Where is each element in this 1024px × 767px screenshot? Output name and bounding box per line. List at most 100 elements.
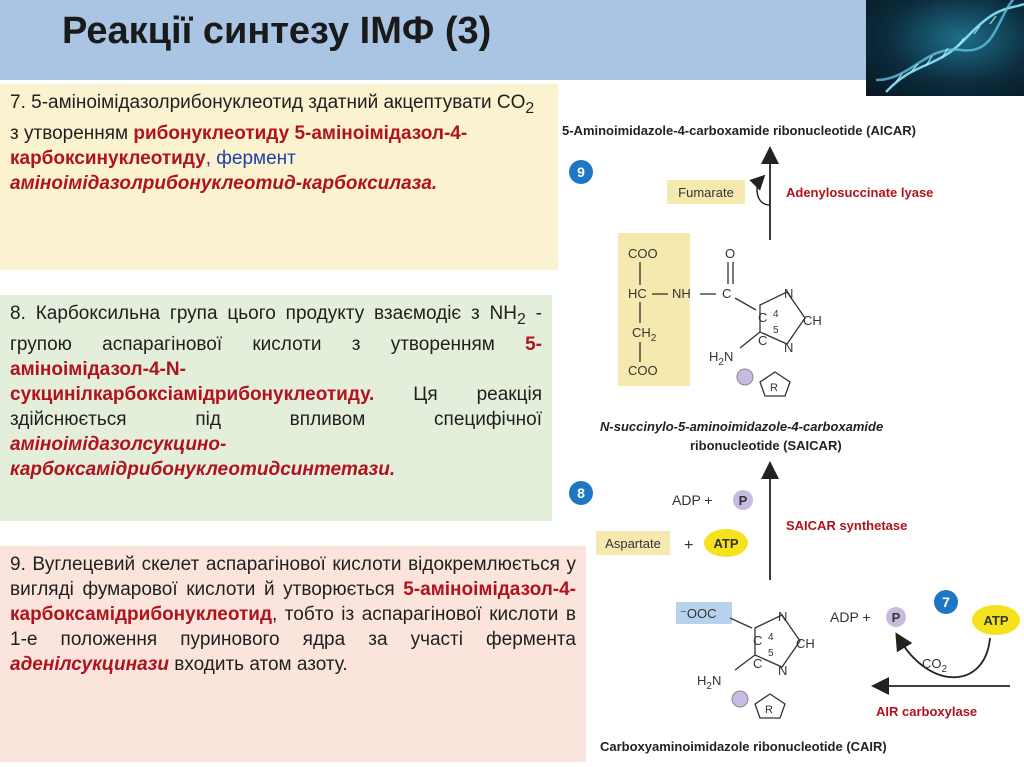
cair-n2: N	[778, 663, 787, 678]
box2-text-3: Ця реакція здійснюється під впливом спец…	[10, 383, 542, 430]
saicar-n2: N	[784, 340, 793, 355]
box1-highlight: рибонуклеотиду 5-аміноімідазол-4-карбокс…	[10, 122, 468, 169]
enzyme-7-label: AIR carboxylase	[876, 704, 977, 719]
saicar-h-sub: 2	[718, 357, 724, 368]
cair-num-5: 5	[768, 648, 774, 659]
saicar-num-4: 4	[773, 309, 779, 320]
cair-n: N	[712, 673, 721, 688]
cair-h-sub: 2	[706, 681, 712, 692]
cair-r: R	[765, 704, 773, 716]
box2-highlight: 5-аміноімідазол-4-N-сукцинілкарбоксіамід…	[10, 333, 542, 405]
aicar-label: 5-Aminoimidazole-4-carboxamide ribonucle…	[562, 123, 916, 138]
slide-title: Реакції синтезу ІМФ (3)	[62, 10, 492, 52]
saicar-n: N	[724, 349, 733, 364]
dna-helix-icon	[875, 0, 1024, 93]
adp-8: ADP +	[672, 492, 713, 508]
cair-bonds	[729, 614, 801, 671]
atp-8-icon	[704, 529, 748, 557]
hc-label: HC	[628, 286, 647, 301]
c-label: C	[722, 286, 731, 301]
saicar-h: H	[709, 349, 718, 364]
succinyl-highlight	[618, 233, 690, 386]
box3-text-2: , тобто із аспарагінової кислоти в 1-е п…	[10, 604, 576, 650]
step-9-label: 9	[577, 164, 585, 180]
saicar-ch: CH	[803, 313, 822, 328]
text-box-step-9: 9. Вуглецевий скелет аспарагінової кисло…	[0, 546, 586, 762]
saicar-r: R	[770, 382, 778, 394]
saicar-ribose	[759, 371, 791, 397]
cair-h: H	[697, 673, 706, 688]
coo-top: COO	[628, 246, 658, 261]
nh-label: NH	[672, 286, 691, 301]
adp-7: ADP +	[830, 609, 871, 625]
step-7-label: 7	[942, 594, 950, 610]
box2-text-1: 8. Карбоксильна група цього продукту вза…	[10, 303, 517, 324]
box3-highlight: 5-аміноімідазол-4-карбоксамідрибонуклеот…	[10, 579, 576, 625]
fumarate-box	[667, 180, 745, 204]
ch2-main: CH	[632, 325, 651, 340]
box1-text-2: з утворенням	[10, 122, 134, 144]
saicar-phosphate	[736, 368, 754, 386]
saicar-label-2: ribonucleotide (SAICAR)	[690, 438, 842, 453]
box2-enzyme: аміноімідазолсукцино-карбоксамідрибонукл…	[10, 433, 396, 480]
p-8: P	[739, 493, 748, 508]
ooc-text: OOC	[687, 606, 717, 621]
text-box-step-7: 7. 5-аміноімідазолрибонуклеотид здатний …	[0, 84, 558, 270]
step-8-circle	[569, 481, 593, 505]
cair-n1: N	[778, 609, 787, 624]
box1-sub: 2	[525, 99, 535, 117]
box3-enzyme: аденілсукцинази	[10, 654, 169, 675]
phosphate-8-icon	[733, 490, 753, 510]
atp-7-icon	[972, 605, 1020, 635]
co2-label: CO2	[922, 656, 948, 675]
saicar-h2n: H2N	[709, 349, 733, 368]
coo-bottom: COO	[628, 363, 658, 378]
cair-label: Carboxyaminoimidazole ribonucleotide (CA…	[600, 739, 887, 754]
saicar-num-5: 5	[773, 325, 779, 336]
ooc-highlight	[676, 602, 732, 624]
phosphate-7-icon	[886, 607, 906, 627]
co2-sub: 2	[942, 664, 948, 675]
cair-ribose	[754, 693, 786, 719]
aspartate-label: Aspartate	[605, 536, 661, 551]
ooc-label: ⁻OOC	[680, 606, 717, 621]
reaction-diagram: 5-Aminoimidazole-4-carboxamide ribonucle…	[562, 123, 1020, 754]
text-box-step-8: 8. Карбоксильна група цього продукту вза…	[0, 295, 552, 521]
plus-8: +	[684, 537, 693, 554]
p-7: P	[892, 610, 901, 625]
cair-ch: CH	[796, 636, 815, 651]
atp-7-arrow	[895, 632, 991, 678]
enzyme-8-label: SAICAR synthetase	[786, 518, 907, 533]
step-9-circle	[569, 160, 593, 184]
box2-sub: 2	[517, 310, 526, 328]
box1-enzyme: аміноімідазолрибонуклеотид-карбоксилаза.	[10, 172, 438, 194]
ch2-label: CH2	[632, 325, 657, 344]
cair-h2n: H2N	[697, 673, 721, 692]
cair-phosphate	[731, 690, 749, 708]
atp-7: ATP	[983, 613, 1008, 628]
ch2-sub: 2	[651, 333, 657, 344]
dna-helix-image	[866, 0, 1024, 96]
box3-text-3: входить атом азоту.	[168, 654, 348, 675]
title-bar	[0, 0, 866, 80]
o-label: O	[725, 246, 735, 261]
cair-num-4: 4	[768, 632, 774, 643]
box2-text-2: - групою аспарагінової кислоти з утворен…	[10, 303, 542, 355]
saicar-c1: C	[758, 310, 767, 325]
saicar-c2: C	[758, 333, 767, 348]
co2-main: CO	[922, 656, 942, 671]
box1-text-3: , фермент	[205, 147, 296, 169]
fumarate-label: Fumarate	[678, 185, 734, 200]
aspartate-box	[596, 531, 670, 555]
enzyme-9-label: Adenylosuccinate lyase	[786, 185, 933, 200]
fumarate-arrow	[749, 174, 771, 206]
saicar-label-1: N-succinylo-5-aminoimidazole-4-carboxami…	[600, 419, 883, 434]
saicar-n1: N	[784, 286, 793, 301]
step-7-circle	[934, 590, 958, 614]
box3-text-1: 9. Вуглецевий скелет аспарагінової кисло…	[10, 554, 576, 600]
box1-text-1: 7. 5-аміноімідазолрибонуклеотид здатний …	[10, 92, 526, 113]
atp-8: ATP	[713, 536, 738, 551]
saicar-bonds	[639, 262, 806, 362]
step-8-label: 8	[577, 485, 585, 501]
cair-c2: C	[753, 656, 762, 671]
